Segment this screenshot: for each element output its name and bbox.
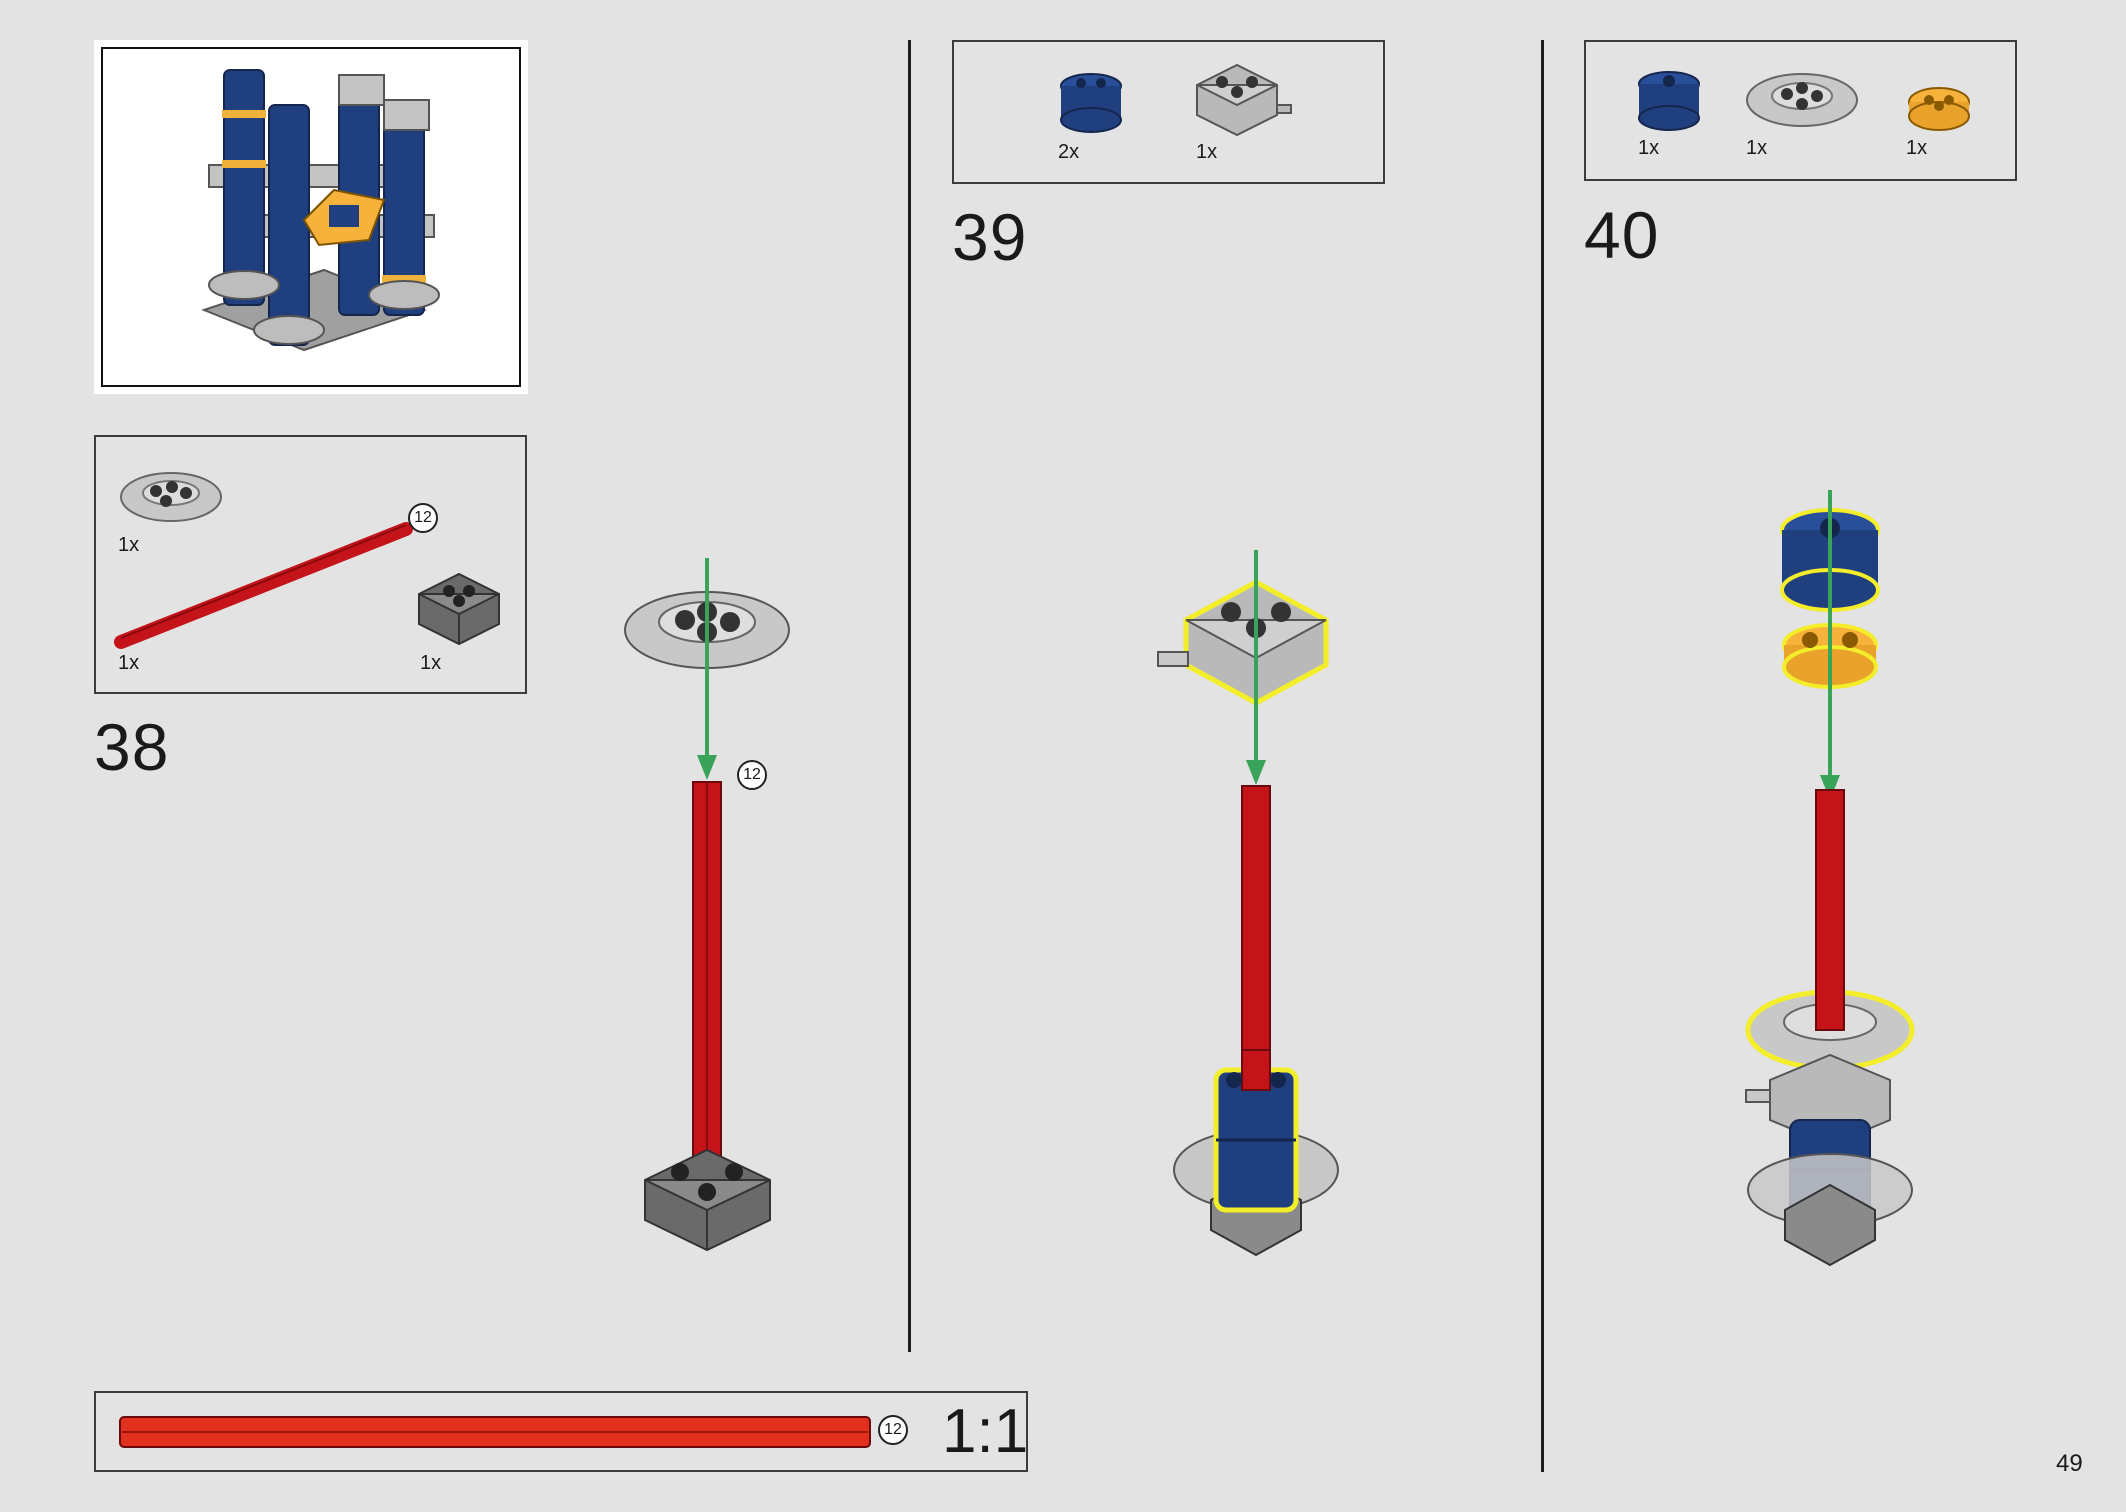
step-number: 39	[952, 200, 1028, 274]
step-number: 40	[1584, 198, 1660, 272]
part-qty: 1x	[118, 534, 140, 556]
page-number: 49	[2056, 1450, 2083, 1477]
light-gray-brick-with-pin-icon	[1196, 63, 1292, 137]
model-preview-illustration	[201, 69, 440, 352]
part-qty: 1x	[420, 652, 442, 674]
part-qty: 1x	[1906, 137, 1928, 159]
axle-length-callout: 12	[408, 503, 438, 533]
part-qty: 1x	[118, 652, 140, 674]
column-divider	[908, 40, 911, 1352]
dark-blue-round-brick-icon	[1060, 73, 1122, 133]
step-39-parts-box: 2x 1x	[952, 40, 1385, 184]
scale-label: 1:1	[942, 1397, 1029, 1466]
part-qty: 2x	[1058, 141, 1080, 163]
part-qty: 1x	[1196, 141, 1218, 163]
step-39-assembly	[1157, 550, 1339, 1257]
part-qty: 1x	[1746, 137, 1768, 159]
step-40-assembly	[1745, 490, 1915, 1267]
axle-length-callout: 12	[737, 760, 767, 790]
column-divider	[1541, 40, 1544, 1472]
red-axle-1-1-icon	[119, 1416, 871, 1448]
axle-length-callout: 12	[878, 1415, 908, 1445]
axle-scale-check: 12 1:1	[94, 1391, 1028, 1472]
dark-gray-square-brick-icon	[418, 572, 500, 646]
step-number: 38	[94, 710, 170, 784]
step-38-assembly	[624, 558, 790, 1252]
step-38-parts-box: 1x 12 1x 1x	[94, 435, 527, 694]
model-preview-panel	[94, 40, 528, 394]
red-axle-icon	[114, 522, 413, 649]
dark-blue-round-brick-icon	[1638, 71, 1700, 131]
round-lattice-plate-icon	[1746, 73, 1858, 127]
yellow-round-plate-icon	[1908, 87, 1970, 131]
part-qty: 1x	[1638, 137, 1660, 159]
step-40-parts-box: 1x 1x 1x	[1584, 40, 2017, 181]
round-lattice-plate-icon	[120, 472, 222, 522]
